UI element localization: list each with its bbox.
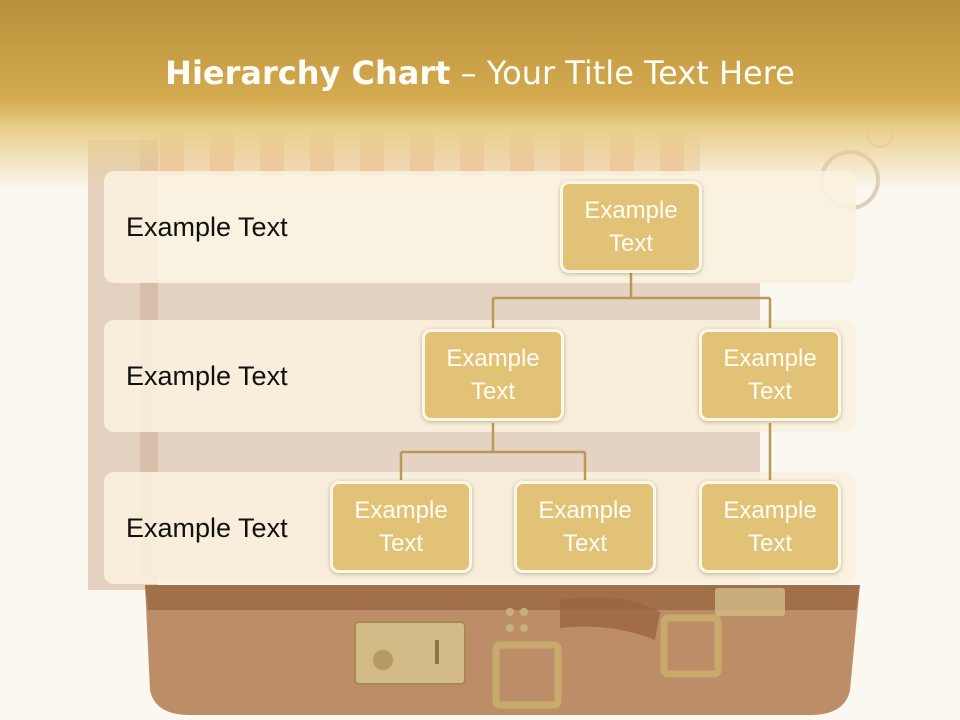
node-leaf-3-label: Example Text: [723, 497, 817, 557]
node-leaf-1-label: Example Text: [354, 497, 448, 557]
node-mid-right[interactable]: Example Text: [699, 329, 841, 421]
connector-mid-left: [399, 423, 587, 480]
node-leaf-3[interactable]: Example Text: [699, 481, 841, 573]
node-mid-left-label: Example Text: [446, 345, 540, 405]
title-bold: Hierarchy Chart: [165, 54, 451, 92]
node-leaf-2-label: Example Text: [538, 497, 632, 557]
node-leaf-1[interactable]: Example Text: [330, 481, 472, 573]
connector-root: [491, 273, 772, 328]
level-label-3: Example Text: [126, 513, 288, 543]
node-mid-right-label: Example Text: [723, 345, 817, 405]
level-band-1: Example Text: [104, 171, 856, 283]
node-root-label: Example Text: [584, 197, 678, 257]
title-rest: – Your Title Text Here: [450, 54, 795, 92]
level-label-1: Example Text: [126, 212, 288, 242]
node-root[interactable]: Example Text: [560, 181, 702, 273]
title-bar: [0, 0, 960, 190]
node-mid-left[interactable]: Example Text: [422, 329, 564, 421]
level-label-2: Example Text: [126, 361, 288, 391]
node-leaf-2[interactable]: Example Text: [514, 481, 656, 573]
slide-title: Hierarchy Chart – Your Title Text Here: [0, 54, 960, 92]
